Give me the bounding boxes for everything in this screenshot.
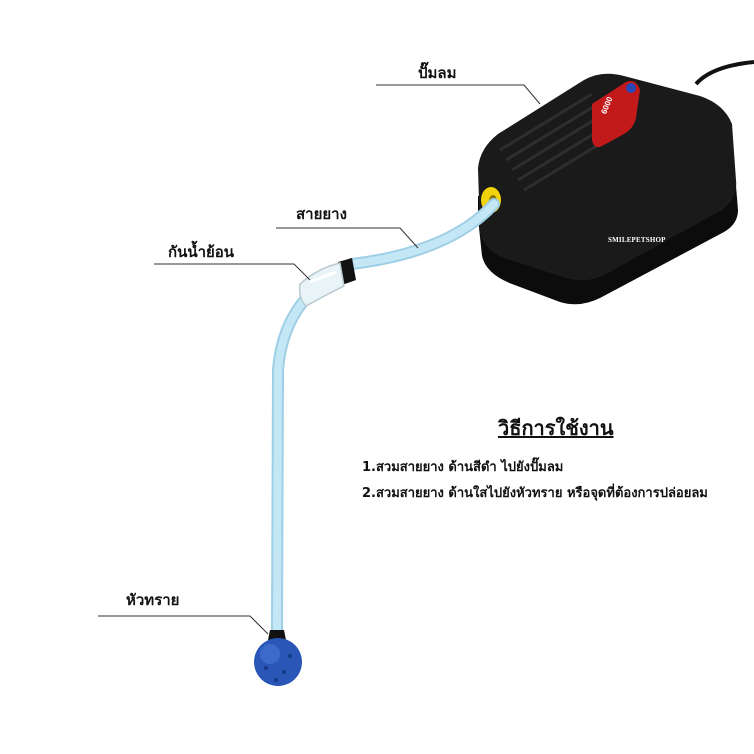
check-valve (298, 258, 356, 307)
pump-label-text: ปั๊มลม (418, 64, 457, 82)
watermark: SMILEPETSHOP (608, 236, 666, 244)
check-valve-label-text: กันน้ำย้อน (168, 243, 235, 261)
power-cable (694, 60, 754, 86)
air-stone-label-text: หัวทราย (126, 591, 180, 609)
tube-label-text: สายยาง (296, 205, 347, 223)
pump-leader (376, 84, 541, 105)
air-tube (271, 198, 500, 638)
air-pump (478, 73, 738, 305)
instruction-step-2: 2.สวมสายยาง ด้านใสไปยังหัวทราย หรือจุดที… (362, 486, 708, 501)
instructions-title: วิธีการใช้งาน (498, 416, 614, 440)
instruction-step-1: 1.สวมสายยาง ด้านสีดำ ไปยังปั๊มลม (362, 460, 564, 475)
valve-leader (154, 263, 311, 281)
pump-label (592, 81, 640, 148)
stone-leader (98, 615, 269, 635)
air-stone (254, 630, 302, 686)
tube-leader (276, 227, 419, 249)
